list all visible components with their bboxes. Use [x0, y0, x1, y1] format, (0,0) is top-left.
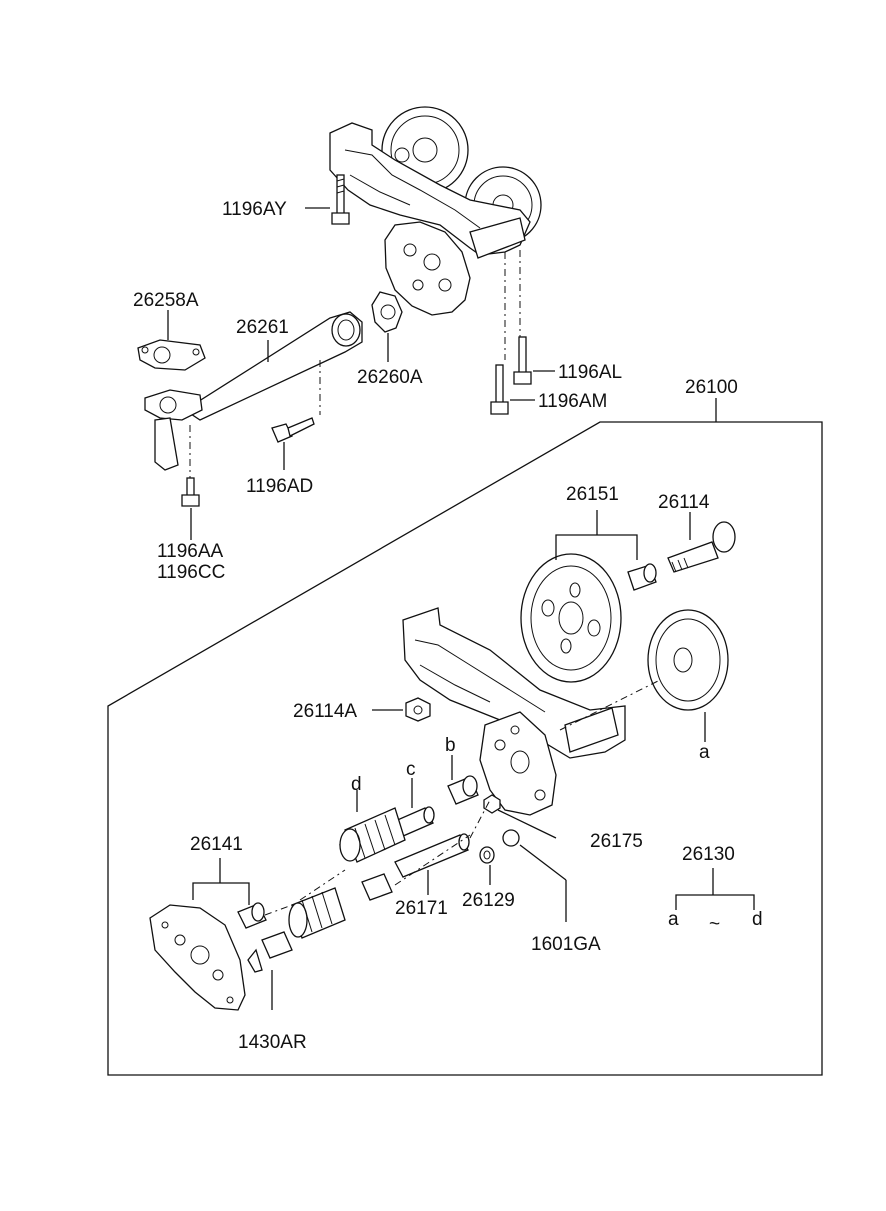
bolt-1196AM-illustration [490, 364, 509, 415]
label-range-tilde: ~ [709, 914, 720, 935]
gear-26151-illustration [520, 553, 622, 683]
ball-1601GA-illustration [502, 829, 520, 847]
label-1196AD: 1196AD [246, 476, 313, 497]
label-26258A: 26258A [133, 290, 199, 311]
oil-strainer-pipe-26261-illustration [144, 311, 363, 471]
label-ref-a: a [699, 742, 710, 763]
label-26171: 26171 [395, 898, 448, 919]
gear-d-illustration [339, 807, 406, 863]
assembly-26100-frame [107, 421, 823, 1076]
label-26260A: 26260A [357, 367, 423, 388]
pin-1430AR-illustration [247, 948, 263, 973]
gear-a-illustration [647, 609, 729, 711]
upper-pump-bracket [329, 122, 531, 256]
label-26151: 26151 [566, 484, 619, 505]
bolt-1196AL-illustration [513, 336, 532, 385]
label-26100: 26100 [685, 377, 738, 398]
label-1196AY: 1196AY [222, 199, 287, 220]
bushing-lower-1-illustration [361, 873, 393, 901]
label-26130: 26130 [682, 844, 735, 865]
label-1196AA: 1196AA [157, 541, 224, 562]
bolt-1196AD-illustration [271, 417, 315, 443]
shaft-26114-illustration [667, 521, 736, 573]
label-range-a: a [668, 909, 679, 930]
label-range-d: d [752, 909, 763, 930]
label-1196AM: 1196AM [538, 391, 607, 412]
bushing-b-illustration [447, 775, 479, 805]
label-1196AL: 1196AL [558, 362, 622, 383]
label-26114: 26114 [658, 492, 710, 513]
label-1601GA: 1601GA [531, 934, 601, 955]
plug-26175-illustration [483, 794, 501, 814]
pump-cover-26141-illustration [149, 904, 246, 1011]
shaft-26171-illustration [394, 833, 470, 878]
nut-26114A-illustration [405, 697, 431, 722]
label-26129: 26129 [462, 890, 515, 911]
label-1430AR: 1430AR [238, 1032, 307, 1053]
bolt-1196AA-illustration [181, 477, 200, 507]
bolt-1196AY-illustration [331, 174, 350, 225]
washer-26129-illustration [479, 846, 495, 864]
label-26261: 26261 [236, 317, 289, 338]
label-26175: 26175 [590, 831, 643, 852]
assembled-oil-pump-illustration [329, 106, 542, 360]
label-26141: 26141 [190, 834, 243, 855]
lower-drive-gear-illustration [288, 887, 346, 939]
bushing-26141-illustration [237, 902, 267, 929]
pump-bracket-exploded-illustration [402, 607, 626, 816]
gasket-26258A-illustration [137, 339, 206, 371]
bushing-lower-2-illustration [261, 931, 293, 959]
label-ref-b: b [445, 735, 456, 756]
label-26114A: 26114A [293, 701, 357, 722]
label-ref-d: d [351, 774, 362, 795]
label-ref-c: c [406, 759, 416, 780]
label-1196CC: 1196CC [157, 562, 225, 583]
gasket-26260A-illustration [371, 291, 403, 333]
bushing-26151-illustration [627, 563, 657, 591]
